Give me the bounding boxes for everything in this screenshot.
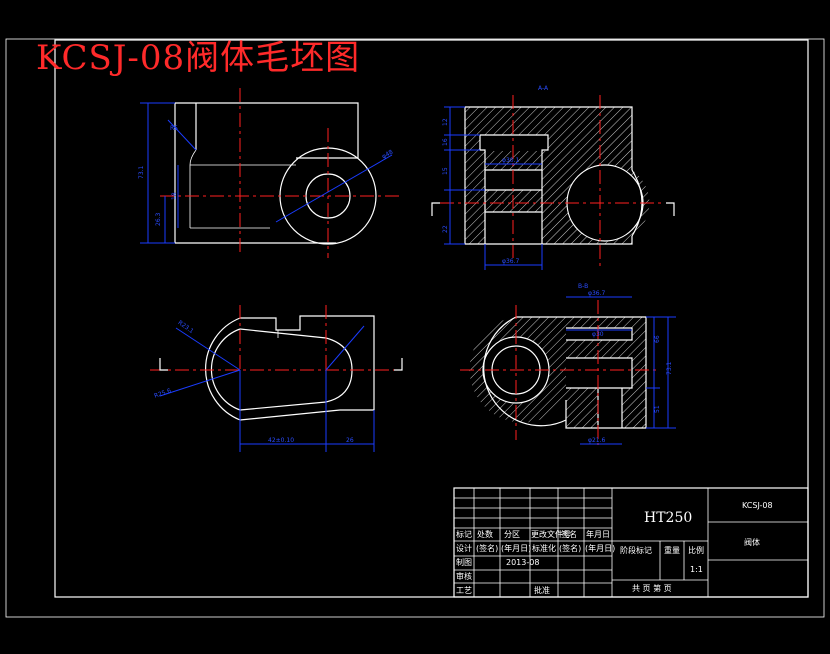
tb-row-draw: 制图	[456, 557, 472, 567]
tb-row-process: 工艺	[456, 586, 472, 595]
dim-front-18: 18	[171, 192, 178, 200]
dim-bb-73: 73.1	[666, 361, 673, 375]
drawing-title: KCSJ-08阀体毛坯图	[36, 38, 361, 78]
tb-row-review: 审核	[456, 571, 472, 581]
dim-bb-51: 51	[654, 405, 661, 413]
section-aa-view: A-A 12 16 15 22	[431, 85, 675, 270]
dim-bottom-42: 42±0.10	[268, 437, 294, 444]
dim-bb-d21: φ21.6	[588, 437, 606, 444]
tb-approve: 批准	[534, 585, 550, 595]
dim-front-26: 26.3	[155, 212, 162, 226]
dim-front-d48: φ48	[381, 149, 395, 161]
dim-aa-22: 22	[442, 225, 449, 233]
title-block: HT250 KCSJ-08 阀体 标记 处数 分区 更改文件号 签名 年月日 设…	[453, 487, 809, 598]
tb-h-2: 分区	[504, 530, 520, 539]
tb-scale-value: 1:1	[690, 565, 703, 574]
dim-front-73: 73.1	[138, 165, 145, 179]
section-bb-view: B-B φ36.7 φ30 66 51 73.1 φ21.6	[460, 283, 676, 445]
bottom-view: R23.1 R25.6 42±0.10 26	[150, 305, 403, 452]
tb-h-0: 标记	[456, 529, 472, 539]
dim-bb-d30: φ30	[592, 331, 604, 338]
tb-weight: 重量	[664, 545, 680, 555]
tb-stage-mark: 阶段标记	[620, 545, 652, 555]
dim-aa-15: 15	[442, 167, 449, 175]
dim-bb-d36: φ36.7	[588, 290, 606, 297]
tb-scale-label: 比例	[688, 545, 704, 555]
dim-bottom-r25: R25.6	[153, 387, 172, 400]
label-section-aa: A-A	[538, 85, 549, 92]
tb-part-name: 阀体	[744, 537, 760, 547]
tb-d-5: (年月日)	[585, 543, 615, 553]
inner-frame	[54, 39, 809, 598]
tb-h-1: 处数	[477, 529, 493, 539]
tb-drawing-no: KCSJ-08	[742, 501, 773, 510]
dim-aa-16: 16	[442, 138, 449, 146]
tb-d-2: (年月日)	[501, 543, 531, 553]
tb-material: HT250	[644, 510, 692, 526]
dim-bottom-r23: R23.1	[176, 319, 195, 335]
tb-h-4: 签名	[561, 529, 577, 539]
tb-blank-code: 2013-08	[506, 558, 539, 567]
dim-front-r5: R5	[170, 125, 178, 132]
tb-d-4: (签名)	[559, 543, 581, 553]
tb-d-3: 标准化	[532, 543, 556, 553]
dim-aa-12: 12	[442, 118, 449, 126]
dim-bb-66: 66	[654, 335, 661, 343]
front-view: R5 73.1 26.3 18 φ48	[138, 88, 400, 258]
tb-d-0: 设计	[456, 543, 472, 553]
dim-aa-d30: φ30.1	[502, 157, 520, 164]
tb-h-3: 更改文件号	[531, 529, 571, 539]
dim-bottom-26: 26	[346, 437, 354, 444]
dim-aa-d36: φ36.7	[502, 258, 520, 265]
tb-d-1: (签名)	[476, 543, 498, 553]
tb-sheets: 共 页 第 页	[632, 583, 672, 593]
label-section-bb: B-B	[578, 283, 588, 290]
outer-frame	[5, 38, 825, 618]
tb-h-5: 年月日	[586, 529, 610, 539]
